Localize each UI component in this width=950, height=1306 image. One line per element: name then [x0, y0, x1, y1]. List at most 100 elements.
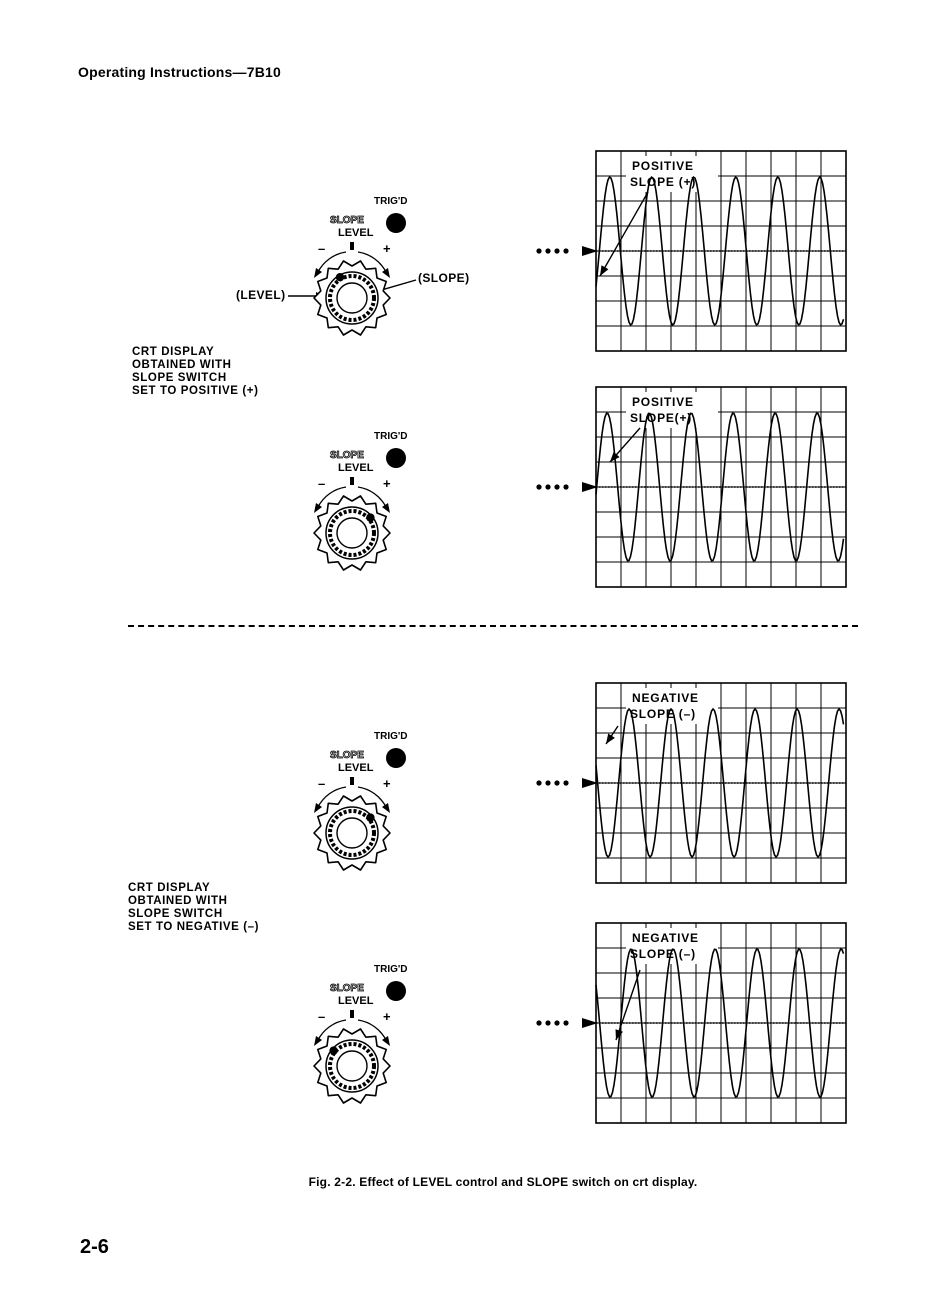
zero-mark [350, 1010, 354, 1018]
scope-label-line1: POSITIVE [632, 395, 694, 409]
trigd-label: TRIG'D [374, 964, 408, 975]
trigger-dot [536, 780, 542, 786]
trigger-dot [545, 780, 551, 786]
knob-pointer [366, 813, 375, 822]
slope-pointer-line [599, 191, 649, 277]
level-label: LEVEL [338, 762, 374, 774]
cw-arc [357, 486, 387, 508]
ccw-arrowhead [314, 503, 322, 513]
ccw-arrowhead [314, 268, 322, 278]
level-label: LEVEL [338, 995, 374, 1007]
trigd-indicator-lamp [386, 748, 406, 768]
trigd-indicator-lamp [386, 448, 406, 468]
label-background [626, 688, 718, 724]
ccw-arrowhead [314, 1036, 322, 1046]
trigd-indicator-lamp [386, 213, 406, 233]
minus-sign: – [318, 241, 325, 256]
slope-label: SLOPE [330, 983, 364, 994]
trigger-dot [554, 1020, 560, 1026]
ccw-arc [317, 251, 347, 273]
trigger-dot [554, 248, 560, 254]
plus-sign: + [383, 1009, 391, 1024]
trigger-dot [545, 1020, 551, 1026]
label-background [626, 392, 718, 428]
zero-mark [350, 777, 354, 785]
trigger-arrowhead [582, 778, 598, 788]
trigger-arrowhead [582, 246, 598, 256]
caption-line: OBTAINED WITH [128, 895, 228, 907]
cw-arrowhead [382, 268, 390, 278]
minus-sign: – [318, 1009, 325, 1024]
trigger-dot [536, 1020, 542, 1026]
slope-pointer-arrowhead [615, 1029, 623, 1040]
cw-arrowhead [382, 503, 390, 513]
caption-line: SLOPE SWITCH [128, 908, 223, 920]
section-divider [128, 625, 858, 627]
slope-pointer-line [615, 969, 641, 1041]
waveform-trace [595, 412, 845, 562]
cw-arrowhead [382, 803, 390, 813]
trigger-dot [545, 248, 551, 254]
trigger-dot [536, 248, 542, 254]
knob-pointer [366, 513, 375, 522]
slope-pointer-arrowhead [600, 265, 609, 276]
scope-label-line1: POSITIVE [632, 159, 694, 173]
figure-caption: Fig. 2-2. Effect of LEVEL control and SL… [308, 1175, 698, 1189]
ccw-arc [317, 1019, 347, 1041]
cw-arc [357, 251, 387, 273]
minus-sign: – [318, 776, 325, 791]
trigger-dot [554, 484, 560, 490]
scope-label-line2: SLOPE (–) [630, 947, 696, 961]
trigger-dot [563, 248, 569, 254]
caption-line: CRT DISPLAY [128, 882, 211, 894]
trigd-label: TRIG'D [374, 731, 408, 742]
level-label: LEVEL [338, 227, 374, 239]
caption-line: OBTAINED WITH [132, 359, 232, 371]
caption-line: SLOPE SWITCH [132, 372, 227, 384]
trigd-label: TRIG'D [374, 196, 408, 207]
slope-label: SLOPE [330, 215, 364, 226]
cw-arrowhead [382, 1036, 390, 1046]
knob-ring [328, 509, 376, 557]
slope-pointer-arrowhead [606, 733, 615, 744]
caption-positive: CRT DISPLAY OBTAINED WITH SLOPE SWITCH S… [132, 346, 259, 398]
trigger-dot [563, 484, 569, 490]
cw-arc [357, 786, 387, 808]
caption-negative: CRT DISPLAY OBTAINED WITH SLOPE SWITCH S… [128, 882, 259, 934]
slope-knob [336, 817, 368, 849]
caption-line: SET TO NEGATIVE (–) [128, 921, 260, 933]
crt-display-4: NEGATIVE SLOPE (–) [536, 922, 847, 1124]
knob-ring [328, 1042, 376, 1090]
ccw-arrowhead [314, 803, 322, 813]
slope-callout: (SLOPE) [418, 271, 470, 285]
slope-knob [336, 1050, 368, 1082]
scope-label-line2: SLOPE(+) [630, 411, 692, 425]
waveform-trace [595, 707, 845, 859]
scope-label-line1: NEGATIVE [632, 691, 699, 705]
ccw-arc [317, 786, 347, 808]
slope-pointer-arrowhead [610, 451, 620, 462]
scope-label-line2: SLOPE (+) [630, 175, 696, 189]
scope-label-line1: NEGATIVE [632, 931, 699, 945]
slope-knob [336, 517, 368, 549]
slope-knob [336, 282, 368, 314]
label-background [626, 156, 718, 192]
knob-pointer [335, 273, 345, 282]
waveform-trace [595, 175, 845, 327]
trigger-arrowhead [582, 1018, 598, 1028]
trigger-dot [536, 484, 542, 490]
slope-label: SLOPE [330, 450, 364, 461]
plus-sign: + [383, 241, 391, 256]
ccw-arc [317, 486, 347, 508]
trigd-label: TRIG'D [374, 431, 408, 442]
trigger-arrowhead [582, 482, 598, 492]
plus-sign: + [383, 776, 391, 791]
trigger-dot [554, 780, 560, 786]
minus-sign: – [318, 476, 325, 491]
cw-arc [357, 1019, 387, 1041]
